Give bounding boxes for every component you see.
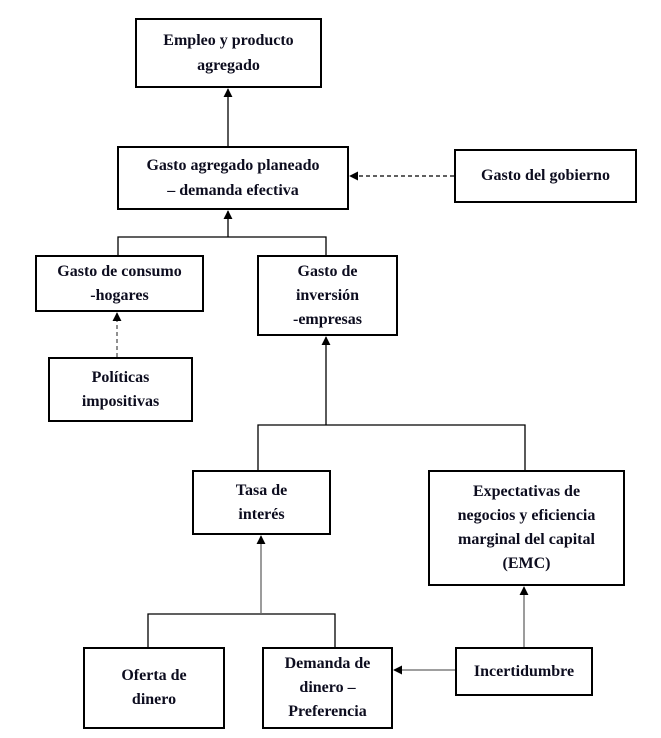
node-label: Gasto del gobierno bbox=[481, 167, 610, 184]
node-incertidumbre: Incertidumbre bbox=[455, 647, 593, 696]
node-oferta-dinero: Oferta de dinero bbox=[83, 647, 225, 729]
node-label: Tasa de interés bbox=[235, 481, 288, 523]
node-gasto-agregado-planeado: Gasto agregado planeado – demanda efecti… bbox=[117, 146, 349, 210]
node-label: Gasto agregado planeado – demanda efecti… bbox=[146, 157, 320, 199]
node-label: Empleo y producto agregado bbox=[163, 32, 294, 74]
node-politicas-impositivas: Políticas impositivas bbox=[48, 357, 193, 422]
node-label: Oferta de dinero bbox=[121, 667, 187, 708]
node-expectativas-emc: Expectativas de negocios y eficiencia ma… bbox=[428, 470, 625, 586]
node-label: Políticas impositivas bbox=[81, 368, 160, 410]
node-gasto-gobierno: Gasto del gobierno bbox=[454, 149, 637, 203]
node-label: Gasto de inversión -empresas bbox=[292, 262, 363, 328]
edge-tasa-expectativas-merge bbox=[257, 424, 526, 470]
node-gasto-inversion: Gasto de inversión -empresas bbox=[257, 255, 398, 336]
edge-consumo-inversion-merge bbox=[117, 236, 327, 255]
node-gasto-consumo: Gasto de consumo -hogares bbox=[35, 255, 204, 312]
node-label: Expectativas de negocios y eficiencia ma… bbox=[457, 483, 596, 572]
node-empleo-producto-agregado: Empleo y producto agregado bbox=[135, 18, 322, 88]
node-label: Demanda de dinero – Preferencia bbox=[284, 655, 371, 720]
node-demanda-dinero: Demanda de dinero – Preferencia bbox=[262, 647, 393, 729]
edge-oferta-demanda-merge bbox=[147, 613, 336, 647]
node-tasa-interes: Tasa de interés bbox=[192, 470, 331, 535]
node-label: Gasto de consumo -hogares bbox=[57, 262, 182, 304]
node-label: Incertidumbre bbox=[473, 662, 575, 680]
